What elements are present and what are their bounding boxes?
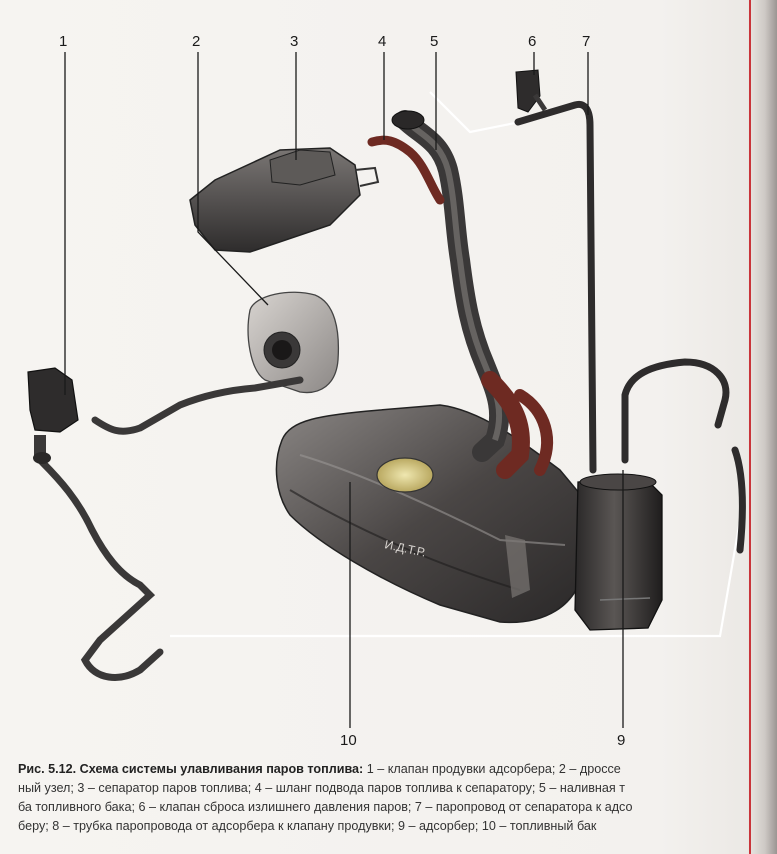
fuel-vapor-system-diagram: И.Д.Т.Р.: [27, 33, 746, 749]
caption-line-3: ба топливного бака; 6 – клапан сброса из…: [18, 800, 633, 814]
vapor-line-separator-to-adsorber: [514, 100, 597, 474]
purge-line-tube: [38, 376, 304, 681]
frame-lines: [170, 91, 742, 638]
callout-2: 2: [192, 33, 200, 50]
caption-line-1-rest: 1 – клапан продувки адсорбера; 2 – дросс…: [363, 762, 621, 776]
vapor-separator: [189, 147, 380, 253]
pressure-relief-valve: [515, 69, 548, 113]
callout-10: 10: [340, 732, 357, 749]
figure-caption: Рис. 5.12. Схема системы улавливания пар…: [18, 760, 753, 836]
callout-6: 6: [528, 33, 536, 50]
adsorber-canister: [574, 473, 663, 631]
caption-line-2: ный узел; 3 – сепаратор паров топлива; 4…: [18, 781, 625, 795]
callout-labels: 1 2 3 4 5 6 7 9 10: [59, 33, 625, 749]
fuel-pump-cap: [376, 457, 434, 493]
page-edge-line: [749, 0, 751, 854]
caption-line-1: Рис. 5.12. Схема системы улавливания пар…: [18, 760, 753, 779]
fuel-tank: И.Д.Т.Р.: [275, 404, 586, 624]
callout-7: 7: [582, 33, 590, 50]
page-spine-shadow: [747, 0, 777, 854]
callout-3: 3: [290, 33, 298, 50]
callout-9: 9: [617, 732, 625, 749]
purge-valve: [27, 367, 79, 464]
throttle-body: [247, 291, 340, 394]
caption-lead: Рис. 5.12. Схема системы улавливания пар…: [18, 762, 364, 776]
callout-5: 5: [430, 33, 438, 50]
callout-4: 4: [378, 33, 386, 50]
vapor-supply-hose: [367, 135, 445, 205]
vent-hose-right: [621, 358, 746, 554]
callout-1: 1: [59, 33, 67, 50]
caption-line-4: беру; 8 – трубка паропровода от адсорбер…: [18, 819, 597, 833]
filler-pipe: [391, 110, 554, 479]
leader-lines: [64, 52, 624, 728]
